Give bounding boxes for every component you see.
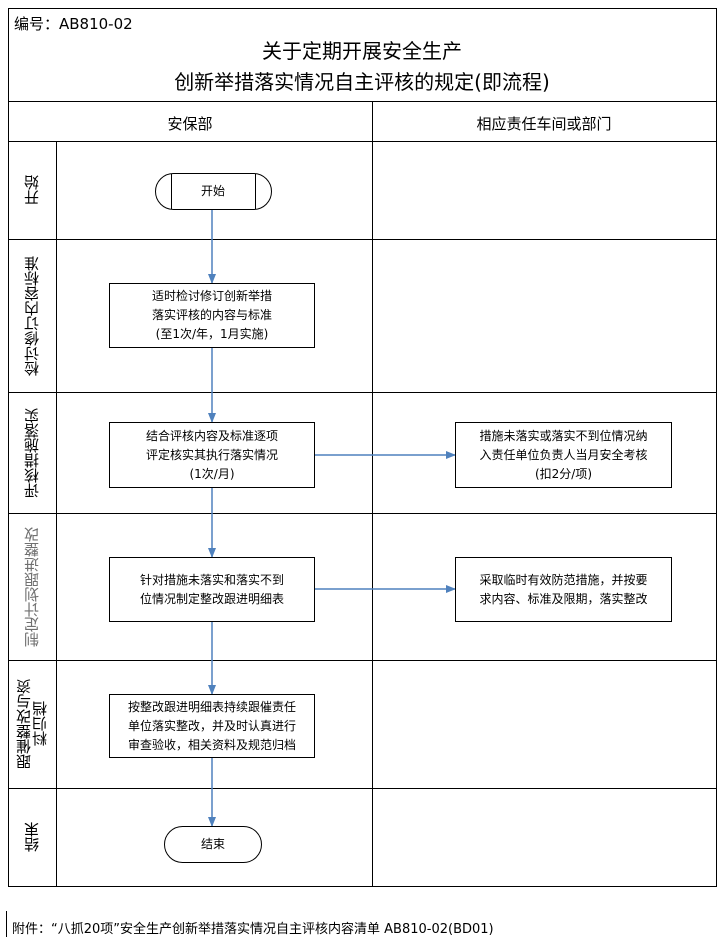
node-penalty-shape [455,422,672,488]
outer-border [8,8,717,887]
lane-label-start: 开始 [8,141,56,239]
node-measures: 采取临时有效防范措施，并按要 求内容、标准及限期，落实整改 [479,572,648,606]
document-code: 编号：AB810-02 [14,15,133,33]
node-start: 开始 [200,183,225,198]
lane-label-plan: 制定计划跟进整改 [8,513,56,660]
lane-label-archive-text: 跟催整改与资 料归档 [15,679,49,769]
node-end-shape [164,826,262,863]
lane-label-end: 结束 [8,788,56,886]
column-header-right: 相应责任车间或部门 [476,115,612,133]
node-end: 结束 [200,836,225,851]
node-revise-shape [109,283,315,348]
lane-label-revise: 检讨修订内容标准 [8,239,56,392]
node-archive: 按整改跟进明细表持续跟催责任 单位落实整改，并及时认真进行 审查验收，相关资料及… [127,699,296,752]
node-evaluate: 结合评核内容及标准逐项 评定核实其执行落实情况 (1次/月) [145,428,278,481]
node-penalty: 措施未落实或落实不到位情况纳 入责任单位负责人当月安全考核 (扣2分/项) [479,428,648,481]
footer-attachment: 附件：“八抓20项”安全生产创新举措落实情况自主评核内容清单 AB810-02(… [12,922,494,937]
node-plan: 针对措施未落实和落实不到 位情况制定整改跟进明细表 [139,572,284,606]
node-measures-shape [455,557,672,622]
lane-label-evaluate-text: 评核措施落实 [23,407,41,498]
lane-label-end-text: 结束 [23,822,41,852]
node-plan-shape [109,557,315,622]
title-line-1: 关于定期开展安全生产 [262,39,462,63]
node-archive-shape [109,694,315,758]
lane-label-start-text: 开始 [23,175,41,205]
footer-left-bar [6,911,7,937]
column-header-left: 安保部 [167,115,213,133]
node-start-shape [155,173,272,210]
lane-label-plan-text: 制定计划跟进整改 [23,526,41,647]
node-revise: 适时检讨修订创新举措 落实评核的内容与标准 (至1次/年，1月实施) [151,289,272,341]
frame [8,8,717,887]
lane-label-evaluate: 评核措施落实 [8,392,56,513]
title-line-2: 创新举措落实情况自主评核的规定(即流程) [174,70,550,94]
lane-label-revise-text: 检讨修订内容标准 [23,255,41,376]
node-evaluate-shape [109,422,315,488]
lane-label-archive: 跟催整改与资 料归档 [8,660,56,788]
